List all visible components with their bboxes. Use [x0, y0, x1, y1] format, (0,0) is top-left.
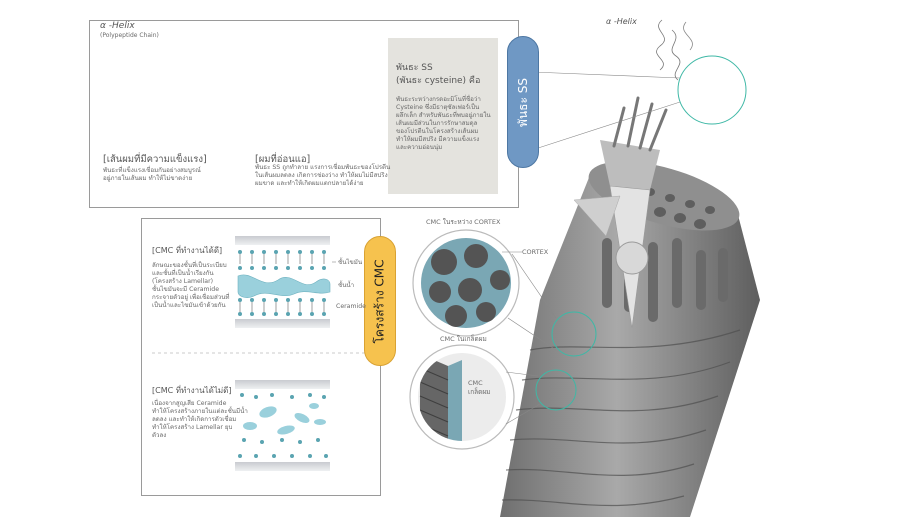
alpha-helix-label: α -Helix — [100, 21, 135, 31]
cmc-good-desc-5: กระจายตัวอยู่ เพื่อเชื่อมส่วนที่ — [152, 294, 230, 301]
cortex-ring — [551, 311, 597, 357]
ceramide-label: Ceramide — [336, 303, 366, 310]
cmc-bad-title: [CMC ที่ทำงานได้ไม่ดี] — [152, 386, 232, 395]
cmc-bad-desc-3: ลดลง และทำให้เกิดการตัวเชื่อม — [152, 416, 237, 423]
ss-desc-6: ทำให้ผมมีสปริง มีความแข็งแรง — [396, 136, 480, 143]
cmc-good-desc-6: เป็นน้ำและไขมันเข้าด้วยกัน — [152, 302, 226, 309]
weak-hair-desc-1: พันธะ SS ถูกทำลาย แรงการเชื่อมพันธะของโป… — [255, 164, 391, 171]
ss-tag-label: พันธะ SS — [515, 77, 530, 127]
ss-desc-4: เส้นผมมีส่วนในการรักษาสมดุล — [396, 120, 478, 127]
cmc-good-desc-1: ลักษณะของชั้นที่เป็นระเบียบ — [152, 262, 227, 269]
cmc-cuticle-label: CMC ในเกล็ดผม — [440, 335, 487, 343]
callout-cortex — [412, 229, 520, 337]
cmc-good-desc-3: (โครงสร้าง Lamellar) — [152, 278, 214, 285]
ss-tag: พันธะ SS — [507, 36, 539, 168]
cmc-bad-desc-1: เนื่องจากสูญเสีย Ceramide — [152, 400, 227, 407]
cmc-bad-desc-5: ตัวลง — [152, 432, 167, 439]
cortex-label: CORTEX — [522, 248, 549, 256]
cmc-good-illustration — [235, 236, 331, 328]
cmc-good-desc-4: ชั้นไขมันจะมี Ceramide — [152, 286, 220, 293]
strong-hair-title: [เส้นผมที่มีความแข็งแรง] — [103, 154, 207, 165]
cuticle-ring — [535, 369, 577, 411]
ss-desc-7: และความอ่อนนุ่ม — [396, 144, 443, 151]
ss-desc-1: พันธะระหว่างกรดอะมิโนที่ชื่อว่า — [396, 96, 481, 103]
ss-info-box — [388, 38, 498, 194]
alpha-helix-sub: (Polypeptide Chain) — [100, 32, 159, 39]
cmc-bad-illustration — [235, 380, 330, 471]
weak-hair-desc-2: ในเส้นผมลดลง เกิดการช่องว่าง ทำให้ผมไม่ม… — [255, 172, 388, 179]
strong-hair-desc-2: อยู่ภายในเส้นผม ทำให้ไม่ขาดง่าย — [103, 175, 193, 182]
cuticle-in-circle-label: เกล็ดผม — [468, 388, 491, 396]
ss-desc-2: Cysteine ซึ่งมีธาตุซัลเฟอร์เป็น — [396, 104, 480, 111]
ss-title-2: (พันธะ cysteine) คือ — [396, 76, 481, 86]
ss-desc-3: ผลึกเล็ก สำหรับพันธะที่พบอยู่ภายใน — [396, 112, 491, 119]
strong-hair-desc-1: พันธะที่แข็งแรงเชื่อมกันอย่างสมบูรณ์ — [103, 167, 201, 174]
cmc-tag: โครงสร้าง CMC — [364, 236, 396, 366]
cmc-tag-label: โครงสร้าง CMC — [372, 258, 387, 344]
callout-cuticle — [409, 344, 515, 450]
ss-title-1: พันธะ SS — [396, 63, 433, 73]
hair-strand — [500, 19, 760, 517]
water-layer-label: ชั้นน้ำ — [338, 282, 355, 289]
cmc-bad-desc-4: ทำให้โครงสร้าง Lamellar ยุบ — [152, 424, 233, 431]
ss-desc-5: ของโปรตีนในโครงสร้างเส้นผม — [396, 128, 479, 135]
cmc-in-circle-label: CMC — [468, 379, 483, 387]
helix-ring — [677, 55, 747, 125]
lipid-layer-label: ชั้นไขมัน — [338, 259, 363, 266]
weak-hair-title: [ผมที่อ่อนแอ] — [255, 154, 311, 165]
cmc-good-title: [CMC ที่ทำงานได้ดี] — [152, 246, 223, 255]
helix-top-label: α -Helix — [606, 17, 637, 26]
cmc-good-desc-2: และชั้นที่เป็นน้ำเรียงกัน — [152, 270, 214, 277]
cmc-bad-desc-2: ทำให้โครงสร้างภายในแต่ละชั้นมีน้ำ — [152, 408, 248, 415]
weak-hair-desc-3: ผมขาด และทำให้เกิดผมแตกปลายได้ง่าย — [255, 180, 364, 187]
cmc-cortex-label: CMC ในระหว่าง CORTEX — [426, 218, 501, 226]
